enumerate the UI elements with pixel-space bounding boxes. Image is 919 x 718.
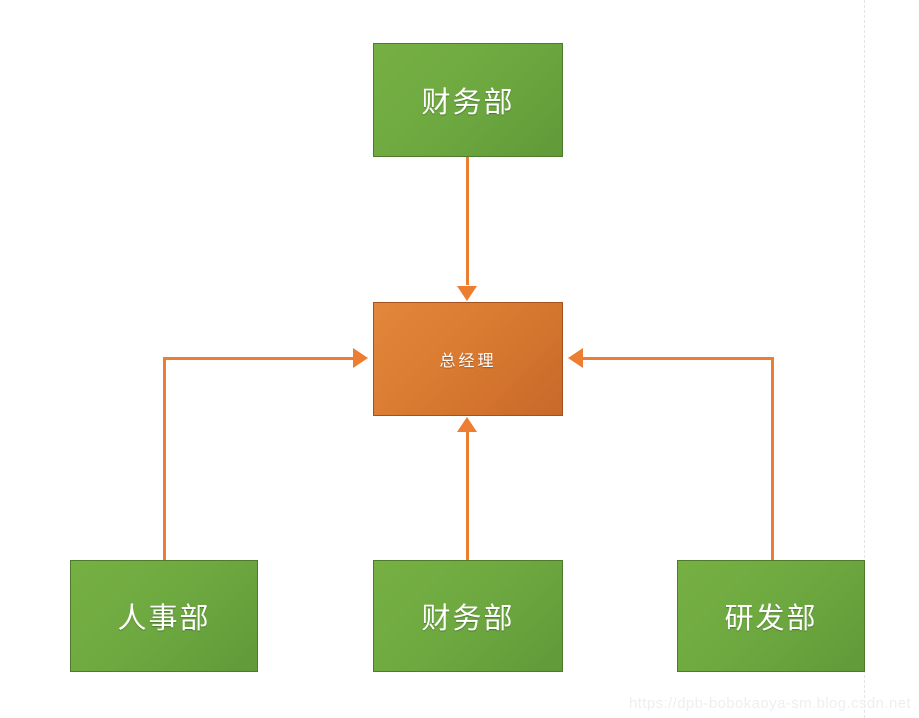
connector-finance-to-center-arrowhead xyxy=(457,417,477,432)
node-center-manager[interactable]: 总经理 xyxy=(373,302,563,416)
connector-rd-to-center-vertical xyxy=(771,357,774,560)
node-bottom-finance-label: 财务部 xyxy=(421,603,515,635)
page-guide-line xyxy=(864,0,866,718)
node-bottom-finance[interactable]: 财务部 xyxy=(373,560,563,672)
connector-hr-to-center-horizontal xyxy=(163,357,353,360)
node-bottom-hr-label: 人事部 xyxy=(117,603,211,635)
watermark-text: https://dpb-bobokaoya-sm.blog.csdn.net xyxy=(628,695,911,712)
node-top-finance[interactable]: 财务部 xyxy=(373,43,563,157)
connector-top-to-center-line xyxy=(466,157,469,285)
node-top-finance-label: 财务部 xyxy=(421,87,515,119)
connector-hr-to-center-arrowhead xyxy=(353,348,368,368)
node-bottom-rd-label: 研发部 xyxy=(724,603,818,635)
connector-hr-to-center-vertical xyxy=(163,357,166,560)
connector-finance-to-center-line xyxy=(466,432,469,560)
connector-rd-to-center-horizontal xyxy=(583,357,774,360)
node-bottom-hr[interactable]: 人事部 xyxy=(70,560,258,672)
connector-rd-to-center-arrowhead xyxy=(568,348,583,368)
node-bottom-rd[interactable]: 研发部 xyxy=(677,560,865,672)
connector-top-to-center-arrowhead xyxy=(457,286,477,301)
node-center-manager-label: 总经理 xyxy=(439,353,497,370)
